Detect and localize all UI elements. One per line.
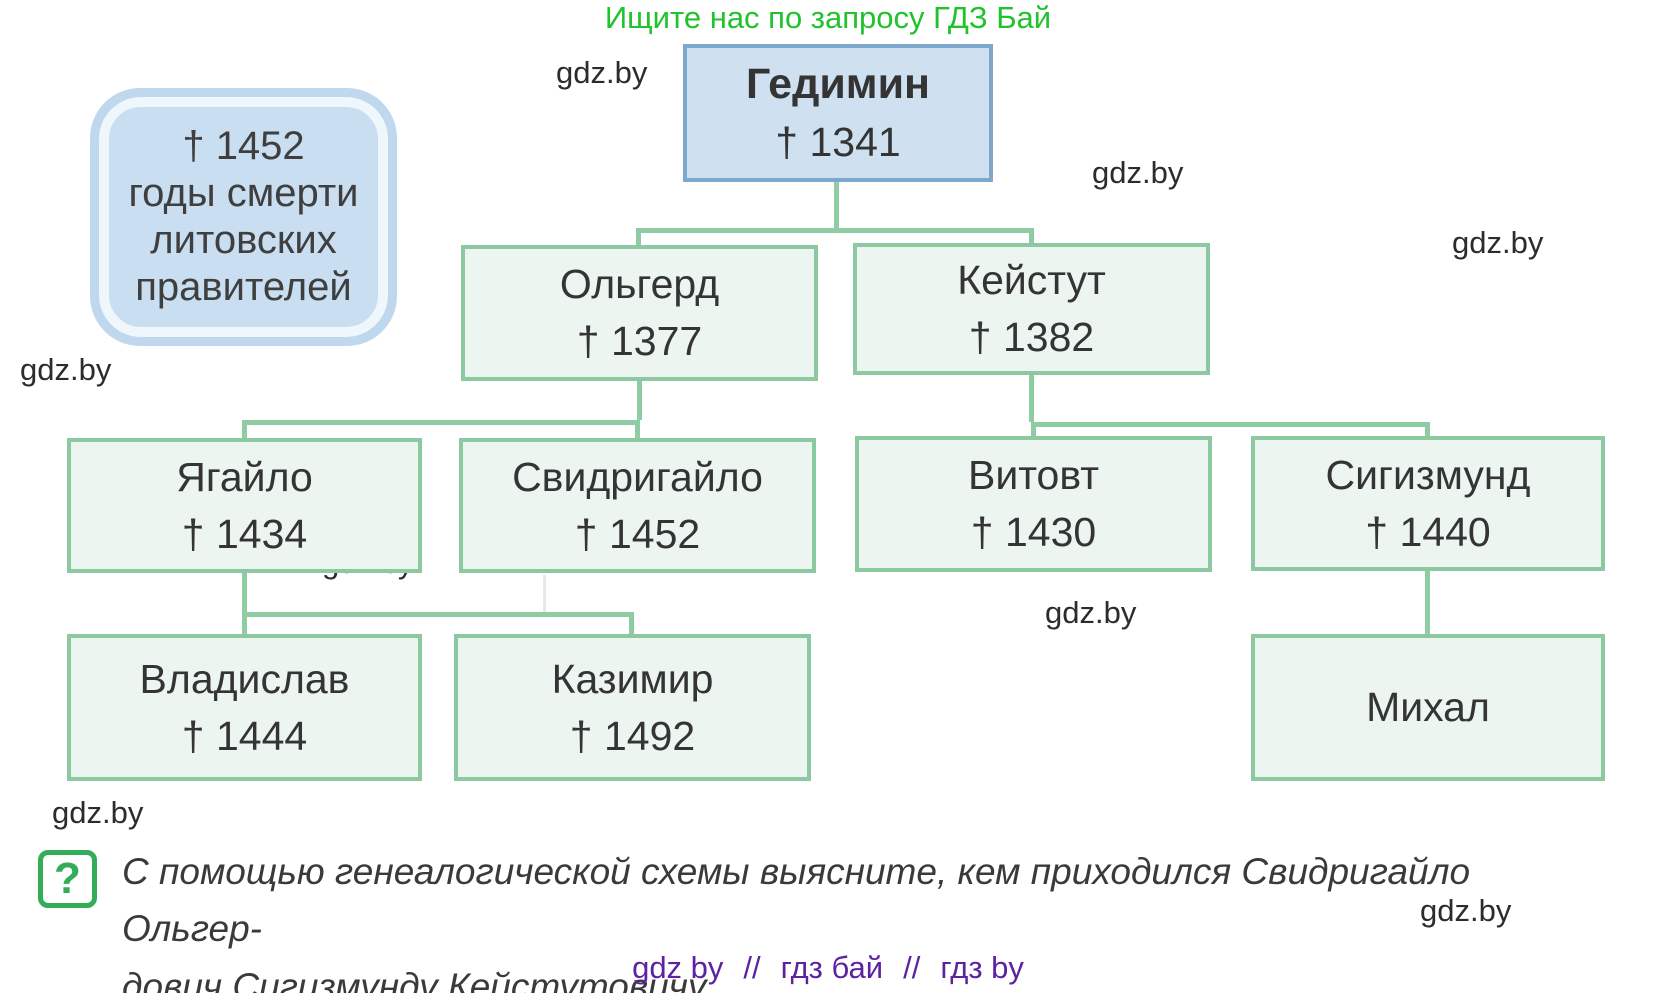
- node-name: Ягайло: [176, 453, 313, 500]
- node-kazimir: Казимир † 1492: [454, 634, 811, 781]
- node-name: Кейстут: [957, 257, 1106, 304]
- legend-line: правителей: [135, 265, 352, 310]
- connector-drop-jagailo: [242, 425, 247, 438]
- gdz-watermark: gdz.by: [556, 55, 648, 90]
- node-gedimin: Гедимин † 1341: [683, 44, 993, 182]
- node-death-year: † 1452: [574, 510, 701, 557]
- connector-sigizmund-mikhal: [1425, 571, 1430, 634]
- node-name: Сигизмунд: [1325, 451, 1531, 498]
- node-death-year: † 1430: [970, 509, 1097, 555]
- connector-drop-kazimir: [629, 617, 634, 634]
- node-vitovt: Витовт † 1430: [855, 436, 1212, 572]
- connector-drop-olgerd: [636, 233, 641, 245]
- connector-drop-sigizmund: [1425, 427, 1430, 436]
- legend-box: † 1452 годы смерти литовских правителей: [90, 88, 397, 346]
- question-icon: ?: [38, 850, 97, 908]
- connector-olgerd-stem: [637, 380, 642, 420]
- gdz-watermark: gdz.by: [1045, 595, 1137, 630]
- question-line: С помощью генеалогической схемы выясните…: [122, 851, 1471, 950]
- node-death-year: † 1382: [968, 314, 1095, 360]
- gdz-watermark: gdz.by: [1452, 225, 1544, 260]
- node-name: Михал: [1366, 684, 1490, 731]
- footer-keywords: gdz by // гдз бай // гдз by: [0, 950, 1656, 986]
- question-mark-glyph: ?: [54, 854, 81, 903]
- node-svidrigailo: Свидригайло † 1452: [459, 438, 816, 573]
- node-olgerd: Ольгерд † 1377: [461, 245, 818, 381]
- connector-drop-vitovt: [1031, 427, 1036, 436]
- connector-faint-svidrigailo: [543, 575, 546, 612]
- connector-keistut-rail: [1031, 422, 1430, 427]
- connector-olgerd-rail: [242, 420, 640, 425]
- node-name: Свидригайло: [512, 453, 763, 500]
- node-death-year: † 1440: [1365, 508, 1491, 555]
- legend-example: † 1452: [182, 123, 305, 168]
- connector-keistut-stem: [1029, 375, 1034, 422]
- footer-keyword: gdz by: [632, 950, 724, 985]
- question-line: дович Сигизмунду Кейстутовичу.: [122, 965, 715, 993]
- connector-gen1-rail: [636, 228, 1034, 233]
- node-name: Казимир: [551, 655, 714, 702]
- question-text: С помощью генеалогической схемы выясните…: [122, 843, 1572, 993]
- node-vladislav: Владислав † 1444: [67, 634, 422, 781]
- connector-jagailo-stem: [242, 573, 247, 612]
- footer-keyword: гдз by: [940, 950, 1024, 985]
- promo-banner: Ищите нас по запросу ГДЗ Бай: [604, 0, 1052, 35]
- node-death-year: † 1341: [775, 119, 901, 166]
- node-death-year: † 1434: [181, 510, 308, 557]
- node-name: Витовт: [967, 452, 1100, 499]
- footer-keyword: гдз бай: [780, 950, 884, 985]
- node-name: Владислав: [139, 655, 350, 702]
- gdz-watermark: gdz.by: [52, 795, 144, 830]
- connector-gedimin-stem: [834, 180, 839, 228]
- connector-drop-svidrigailo: [635, 425, 640, 438]
- node-jagailo: Ягайло † 1434: [67, 438, 422, 573]
- legend-line: годы смерти: [128, 170, 359, 215]
- footer-separator: //: [903, 950, 921, 985]
- connector-jagailo-rail: [242, 612, 634, 617]
- legend-text: † 1452 годы смерти литовских правителей: [99, 97, 388, 337]
- gdz-watermark: gdz.by: [20, 352, 112, 387]
- legend-line: литовских: [150, 218, 337, 262]
- node-sigizmund: Сигизмунд † 1440: [1251, 436, 1605, 571]
- node-name: Гедимин: [745, 60, 931, 109]
- node-death-year: † 1377: [576, 318, 703, 364]
- gdz-watermark: gdz.by: [1420, 893, 1512, 928]
- node-name: Ольгерд: [559, 261, 720, 308]
- connector-drop-vladislav: [242, 617, 247, 634]
- node-death-year: † 1492: [569, 712, 696, 759]
- footer-separator: //: [743, 950, 761, 985]
- node-mikhal: Михал: [1251, 634, 1605, 781]
- node-death-year: † 1444: [181, 712, 308, 759]
- gdz-watermark: gdz.by: [1092, 155, 1184, 190]
- connector-drop-keistut: [1029, 233, 1034, 243]
- node-keistut: Кейстут † 1382: [853, 243, 1210, 375]
